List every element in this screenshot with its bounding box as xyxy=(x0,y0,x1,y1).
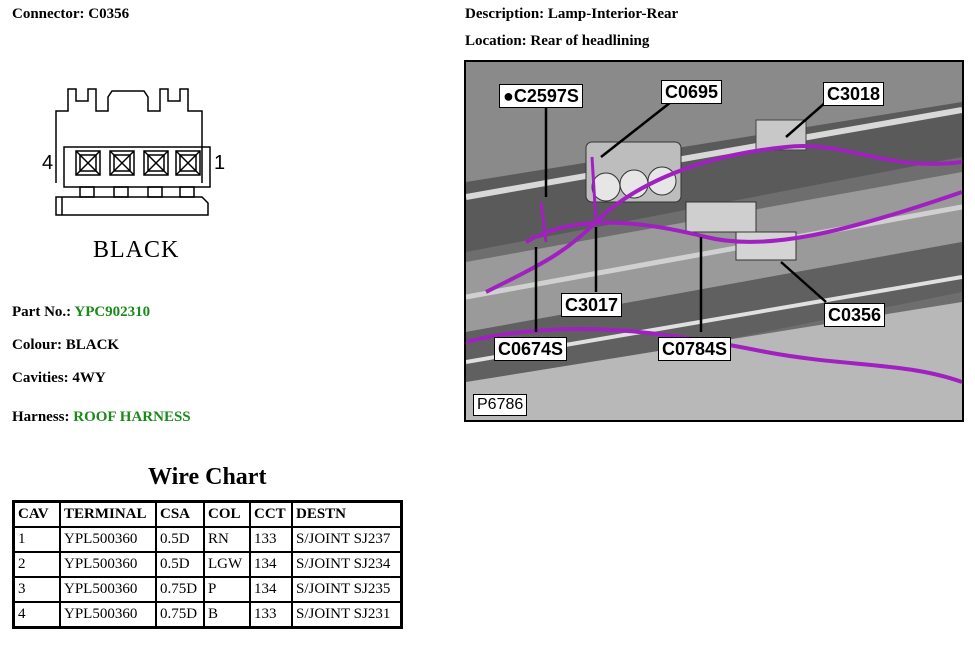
colour-field: Colour: BLACK xyxy=(12,337,119,354)
colour-value: BLACK xyxy=(65,337,120,353)
cell-destn: S/JOINT SJ234 xyxy=(291,551,403,578)
callout-c3017: C3017 xyxy=(561,293,623,317)
cell-destn: S/JOINT SJ235 xyxy=(291,576,403,603)
cell-cav: 3 xyxy=(12,576,61,603)
cell-cct: 133 xyxy=(249,601,293,629)
harness-link[interactable]: ROOF HARNESS xyxy=(73,409,191,425)
cell-terminal: YPL500360 xyxy=(59,576,157,603)
header-col: COL xyxy=(203,500,251,528)
location-field: Location: Rear of headlining xyxy=(465,33,649,50)
header-terminal: TERMINAL xyxy=(59,500,157,528)
table-row: 3 YPL500360 0.75D P 134 S/JOINT SJ235 xyxy=(12,576,403,603)
connector-label: Connector: xyxy=(12,6,85,22)
cell-destn: S/JOINT SJ237 xyxy=(291,526,403,553)
cell-cav: 2 xyxy=(12,551,61,578)
part-no-label: Part No.: xyxy=(12,304,72,320)
cell-csa: 0.75D xyxy=(155,601,205,629)
callout-c0356: C0356 xyxy=(824,303,886,327)
description-value: Lamp-Interior-Rear xyxy=(547,6,679,22)
cell-col: B xyxy=(203,601,251,629)
cavities-value: 4WY xyxy=(72,370,106,386)
callout-c0784s: C0784S xyxy=(658,337,732,361)
cell-destn: S/JOINT SJ231 xyxy=(291,601,403,629)
table-row: 1 YPL500360 0.5D RN 133 S/JOINT SJ237 xyxy=(12,526,403,553)
harness-label: Harness: xyxy=(12,409,70,425)
description-field: Description: Lamp-Interior-Rear xyxy=(465,6,678,23)
wire-chart-table: CAV TERMINAL CSA COL CCT DESTN 1 YPL5003… xyxy=(12,500,403,629)
table-header-row: CAV TERMINAL CSA COL CCT DESTN xyxy=(12,500,403,528)
cell-csa: 0.75D xyxy=(155,576,205,603)
pin-number-left: 4 xyxy=(42,152,54,174)
description-label: Description: xyxy=(465,6,545,22)
headlining-illustration xyxy=(466,62,962,420)
cell-csa: 0.5D xyxy=(155,526,205,553)
cell-col: LGW xyxy=(203,551,251,578)
cell-col: P xyxy=(203,576,251,603)
callout-c2597s: ●C2597S xyxy=(499,84,583,108)
cell-terminal: YPL500360 xyxy=(59,601,157,629)
cell-terminal: YPL500360 xyxy=(59,551,157,578)
header-destn: DESTN xyxy=(291,500,403,528)
table-row: 4 YPL500360 0.75D B 133 S/JOINT SJ231 xyxy=(12,601,403,629)
table-row: 2 YPL500360 0.5D LGW 134 S/JOINT SJ234 xyxy=(12,551,403,578)
cell-cct: 134 xyxy=(249,551,293,578)
header-cav: CAV xyxy=(12,500,61,528)
cavities-field: Cavities: 4WY xyxy=(12,370,106,387)
callout-c0674s: C0674S xyxy=(494,337,568,361)
connector-value: C0356 xyxy=(88,6,130,22)
cell-cct: 133 xyxy=(249,526,293,553)
cell-csa: 0.5D xyxy=(155,551,205,578)
connector-field: Connector: C0356 xyxy=(12,6,129,23)
header-csa: CSA xyxy=(155,500,205,528)
header-cct: CCT xyxy=(249,500,293,528)
cell-cav: 4 xyxy=(12,601,61,629)
colour-label: Colour: xyxy=(12,337,62,353)
location-photo: ●C2597S C0695 C3018 C3017 C0356 C0674S C… xyxy=(464,60,964,422)
callout-c0695: C0695 xyxy=(661,80,723,104)
pin-number-right: 1 xyxy=(214,152,226,174)
location-value: Rear of headlining xyxy=(530,33,650,49)
connector-color-text: BLACK xyxy=(93,237,180,263)
harness-field: Harness: ROOF HARNESS xyxy=(12,409,191,426)
location-label: Location: xyxy=(465,33,527,49)
part-no-link[interactable]: YPC902310 xyxy=(74,304,151,320)
cell-terminal: YPL500360 xyxy=(59,526,157,553)
callout-c3018: C3018 xyxy=(823,82,885,106)
connector-face-diagram xyxy=(55,88,211,216)
cell-col: RN xyxy=(203,526,251,553)
wire-chart-title: Wire Chart xyxy=(148,464,267,490)
cell-cct: 134 xyxy=(249,576,293,603)
part-no-field: Part No.: YPC902310 xyxy=(12,304,150,321)
cavities-label: Cavities: xyxy=(12,370,69,386)
photo-reference: P6786 xyxy=(473,394,528,416)
cell-cav: 1 xyxy=(12,526,61,553)
